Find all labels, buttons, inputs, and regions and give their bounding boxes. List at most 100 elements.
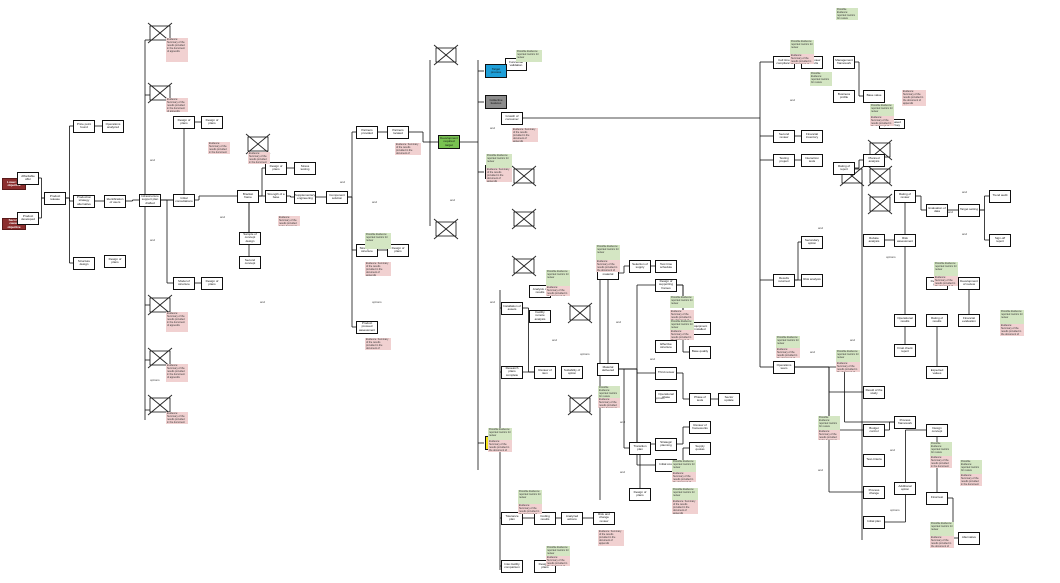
node-n53[interactable]: Supply quotas bbox=[689, 441, 711, 455]
node-n16[interactable]: Bracket frame bbox=[237, 189, 259, 203]
node-n67[interactable]: Results returned bbox=[773, 273, 795, 287]
node-n68[interactable]: Operations team bbox=[773, 360, 795, 374]
node-n95[interactable]: Process framework bbox=[894, 415, 916, 429]
node-n82[interactable]: Target setting bbox=[958, 203, 980, 217]
node-n11[interactable]: Initial consultations bbox=[173, 193, 195, 207]
node-n2[interactable]: Product developed bbox=[17, 211, 39, 225]
node-n43[interactable]: Effective structure bbox=[655, 339, 677, 353]
colored-node-c2[interactable]: Collective features bbox=[485, 95, 507, 109]
node-n28[interactable]: Partners located bbox=[387, 125, 409, 139]
node-n37[interactable]: Selection of supply bbox=[629, 259, 651, 273]
node-n94[interactable]: Initial plan bbox=[863, 515, 885, 529]
node-n77[interactable]: Risk assessment bbox=[894, 233, 916, 247]
node-n30[interactable]: Growth of consumer bbox=[501, 111, 523, 125]
node-n8[interactable]: Identification of users bbox=[104, 194, 126, 208]
node-n14[interactable]: Model of structure bbox=[173, 276, 195, 290]
colored-node-c1[interactable]: Target process bbox=[485, 64, 507, 78]
node-n35[interactable]: Review of item bbox=[534, 365, 556, 379]
node-n81[interactable]: Evaluation of data bbox=[926, 203, 948, 217]
node-n36[interactable]: Research plans complete bbox=[501, 365, 523, 379]
node-n46[interactable]: Third review bbox=[655, 366, 677, 380]
node-n15[interactable]: Design of plans bbox=[201, 276, 223, 290]
node-n87[interactable]: Financial evaluation bbox=[958, 313, 980, 327]
node-n76[interactable]: Rebate analysis bbox=[863, 233, 885, 247]
node-n23[interactable]: Component solution bbox=[326, 190, 348, 204]
node-n73[interactable]: Rating of report bbox=[833, 161, 855, 175]
node-n99[interactable]: Alternative bbox=[958, 531, 980, 545]
node-n69[interactable]: Risk analysis bbox=[801, 273, 823, 287]
node-n34[interactable]: Suitability of option bbox=[561, 365, 583, 379]
node-n79[interactable]: Operational results bbox=[894, 313, 916, 327]
node-n71[interactable]: Management framework bbox=[833, 55, 855, 69]
node-n74[interactable]: Base value bbox=[863, 89, 885, 103]
node-n57[interactable]: Analyzed actions bbox=[561, 511, 583, 525]
node-n75[interactable]: Planned analysis bbox=[863, 153, 885, 167]
node-n58-label: Risk and change review bbox=[598, 511, 610, 523]
node-n51[interactable]: Review of frameworks bbox=[689, 420, 711, 434]
node-n47[interactable]: Operational phase bbox=[655, 389, 677, 403]
node-n20[interactable]: Sample of concept design bbox=[239, 231, 261, 245]
node-n48[interactable]: Phase of tests bbox=[689, 392, 711, 406]
node-n6[interactable]: Production strategy alternative bbox=[73, 194, 95, 208]
node-n32[interactable]: Analysis of results bbox=[529, 284, 551, 298]
node-n66[interactable]: Interaction tests bbox=[801, 153, 823, 167]
node-n70[interactable]: Secondary option bbox=[801, 235, 823, 249]
node-n1[interactable]: Affordable offer bbox=[17, 171, 39, 185]
node-n31[interactable]: Facility remote analysis bbox=[529, 309, 551, 323]
node-n63[interactable]: Second review bbox=[773, 129, 795, 143]
node-n10[interactable]: Infrastructure support plan drafted bbox=[139, 193, 161, 207]
evidence-note-52: Possible Evidence: reported metrics for … bbox=[1000, 310, 1024, 324]
node-n54[interactable]: Transition plan bbox=[629, 441, 651, 455]
node-n98[interactable]: Final test bbox=[926, 491, 948, 505]
node-n92[interactable]: Test criteria bbox=[863, 453, 885, 467]
colored-node-c3[interactable]: Development required target bbox=[438, 135, 460, 149]
node-n91[interactable]: Budget control bbox=[863, 423, 885, 437]
node-n50[interactable]: Strategic planning bbox=[655, 437, 677, 451]
node-n56[interactable]: Coding results bbox=[534, 511, 556, 525]
node-n14-label: Model of structure bbox=[178, 278, 190, 286]
node-n41[interactable]: Design of plans bbox=[629, 487, 651, 501]
node-n10-label: Infrastructure support plan drafted bbox=[141, 193, 159, 205]
node-n21[interactable]: Second concept bbox=[239, 255, 261, 269]
node-n45[interactable]: Base quality bbox=[689, 345, 711, 359]
node-n55[interactable]: Tolerance plan bbox=[501, 511, 523, 525]
node-n89[interactable]: Expected values bbox=[926, 365, 948, 379]
node-n65[interactable]: Testing project bbox=[773, 153, 795, 167]
node-n24[interactable]: Partners provided bbox=[356, 125, 378, 139]
node-n72[interactable]: Business profile bbox=[833, 89, 855, 103]
node-n27[interactable]: Product proceed assessment bbox=[356, 320, 378, 334]
node-n86[interactable]: Development of review bbox=[958, 276, 980, 290]
node-n80[interactable]: Final check report bbox=[894, 343, 916, 357]
node-n7[interactable]: Structure design bbox=[73, 256, 95, 270]
node-n58[interactable]: Risk and change review bbox=[593, 511, 615, 525]
node-n33[interactable]: Installation of assets bbox=[501, 301, 523, 315]
node-n19[interactable]: Stress testing bbox=[294, 161, 316, 175]
node-n22[interactable]: Supplementary engineering bbox=[294, 190, 316, 204]
node-n40[interactable]: Material delivered bbox=[597, 362, 619, 376]
node-n90[interactable]: Result of the study bbox=[863, 385, 885, 399]
node-n78[interactable]: Rating of review bbox=[894, 189, 916, 203]
node-n3[interactable]: Product release bbox=[44, 191, 66, 205]
node-n38[interactable]: Test time schedule bbox=[655, 259, 677, 273]
node-n93[interactable]: Process change bbox=[863, 485, 885, 499]
node-n96[interactable]: Additional option bbox=[894, 481, 916, 495]
node-n88[interactable]: Rating of results bbox=[926, 313, 948, 327]
node-n13[interactable]: Design of plans bbox=[201, 115, 223, 129]
node-n26[interactable]: Design of plans bbox=[387, 243, 409, 257]
node-n89-label: Expected values bbox=[930, 367, 944, 375]
node-n9[interactable]: Design of plans bbox=[104, 254, 126, 268]
node-n5[interactable]: Operations analyzed bbox=[102, 119, 124, 133]
node-n83[interactable]: Trend audit bbox=[989, 189, 1011, 203]
node-n59[interactable]: Inter-facility comparison bbox=[501, 559, 523, 573]
node-n4[interactable]: Price point found bbox=[73, 119, 95, 133]
node-n97[interactable]: Design concept bbox=[926, 423, 948, 437]
node-n82-label: Target setting bbox=[960, 207, 979, 212]
node-n12[interactable]: Design of plans bbox=[173, 115, 195, 129]
node-n17[interactable]: Strength of a base bbox=[265, 189, 287, 203]
node-n64[interactable]: Financial inventory bbox=[801, 129, 823, 143]
node-n30-label: Growth of consumer bbox=[505, 113, 519, 121]
node-n49[interactable]: Sector update bbox=[718, 392, 740, 406]
node-n84[interactable]: Sign-off report bbox=[989, 233, 1011, 247]
node-n42[interactable]: Design of supporting frames bbox=[655, 278, 677, 292]
node-n18[interactable]: Design of plans bbox=[265, 161, 287, 175]
